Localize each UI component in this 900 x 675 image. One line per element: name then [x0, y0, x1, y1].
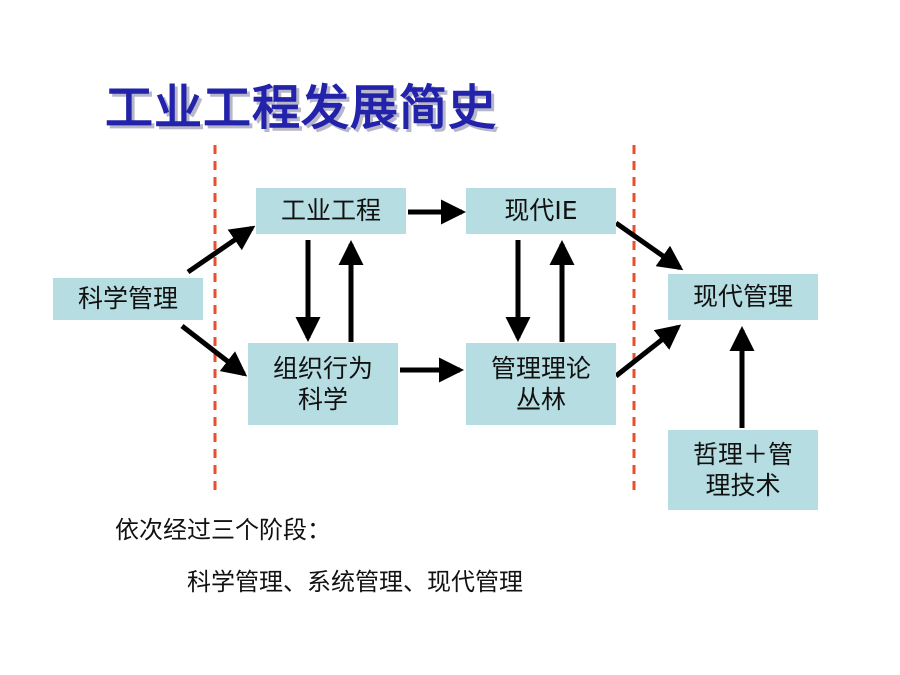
node-philosophy-management-tech: 哲理＋管 理技术: [668, 430, 818, 510]
node-industrial-engineering: 工业工程: [256, 188, 406, 234]
node-label: 现代IE: [504, 196, 578, 226]
stages-intro: 依次经过三个阶段：: [115, 516, 331, 544]
node-management-theory-jungle: 管理理论 丛林: [466, 343, 616, 425]
node-scientific-management: 科学管理: [53, 278, 203, 320]
node-label: 现代管理: [692, 282, 793, 312]
arrow-modernie-to-mm: [614, 220, 684, 271]
node-label-line2: 科学: [297, 385, 348, 414]
node-modern-ie: 现代IE: [466, 188, 616, 234]
page-title: 工业工程发展简史: [105, 80, 498, 136]
node-label-line1: 哲理＋管: [692, 439, 793, 469]
node-modern-management: 现代管理: [668, 274, 818, 320]
node-label: 科学管理: [77, 284, 178, 314]
node-label-line2: 丛林: [515, 385, 566, 414]
arrow-mt-to-mm: [614, 324, 682, 378]
arrow-sci-to-ie: [186, 225, 256, 275]
node-organizational-behavior: 组织行为 科学: [248, 343, 398, 425]
node-label-line1: 组织行为: [272, 353, 373, 383]
arrow-sci-to-ob: [180, 324, 248, 377]
node-label: 工业工程: [280, 196, 381, 226]
stages-list: 科学管理、系统管理、现代管理: [187, 568, 523, 596]
node-label-line1: 管理理论: [490, 353, 591, 383]
node-label-line2: 理技术: [705, 471, 781, 500]
